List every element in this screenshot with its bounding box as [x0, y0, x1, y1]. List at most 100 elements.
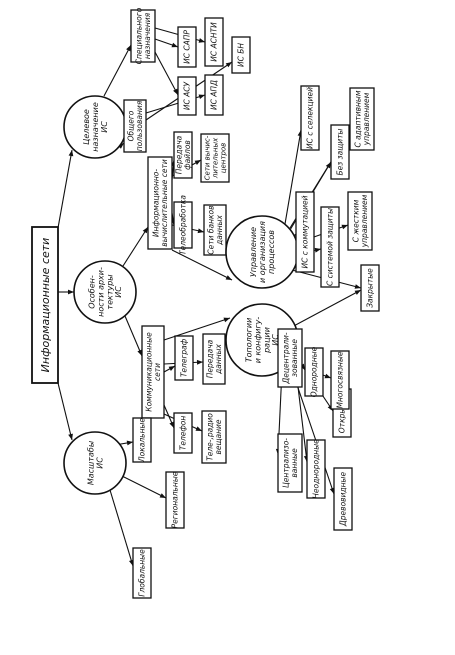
node-info-computing-line: вычислительные сети [160, 159, 169, 247]
node-communication: Коммуникационныесети [141, 325, 165, 419]
node-scale-line: ИС [95, 457, 104, 469]
node-regional: Региональные [165, 471, 185, 529]
node-teleprocessing-text: Телеобработка [179, 195, 188, 255]
node-broadcast: Теле-,радиовещание [201, 410, 227, 464]
node-switching: ИС с коммутацией [295, 191, 315, 273]
node-selection-text: ИС с селекцией [306, 87, 315, 149]
node-no-protection-line: Без защиты [336, 128, 345, 175]
node-management-line: Управление [249, 227, 258, 277]
node-computing-centers-line: Сети вычис- [204, 135, 212, 180]
node-architecture-line: Особен- [87, 275, 96, 309]
node-topology-line: и конфигу- [253, 317, 262, 364]
node-sapr-text: ИС САПР [183, 30, 192, 64]
node-telephone: Телефон [173, 412, 193, 454]
node-tree-text: Древовидные [339, 472, 348, 528]
node-architecture-text: Особен-ности архи-тектурыИС [87, 267, 123, 317]
node-rigid-line: С жестким [351, 199, 360, 242]
node-asnti-line: ИС АСНТИ [210, 22, 219, 62]
node-local: Локальные [132, 417, 152, 463]
node-asu: ИС АСУ [177, 76, 197, 116]
node-architecture-line: ности архи- [96, 267, 105, 317]
node-tree: Древовидные [333, 467, 353, 531]
node-local-line: Локальные [138, 418, 147, 463]
node-rigid: С жесткимуправлением [347, 191, 373, 251]
node-telephone-text: Телефон [179, 416, 188, 451]
node-closed-line: Закрытые [366, 268, 375, 308]
node-decentralized-text: Децентрали-зованные [281, 332, 298, 384]
node-no-protection-text: Без защиты [336, 128, 345, 175]
node-heterogeneous-text: Неоднородные [312, 439, 321, 499]
node-communication-line: сети [153, 363, 162, 381]
node-architecture-line: ИС [114, 286, 123, 298]
node-teleprocessing-line: Телеобработка [179, 195, 188, 255]
node-scale: МасштабыИС [63, 431, 127, 495]
node-computing-centers: Сети вычис-лительныхцентров [200, 133, 230, 183]
node-decentralized: Децентрали-зованные [277, 328, 303, 388]
node-telegraph-text: Телеграф [180, 338, 189, 377]
node-adaptive-text: С адаптивнымуправлением [353, 90, 370, 147]
node-tree-line: Древовидные [339, 472, 348, 528]
node-adaptive: С адаптивнымуправлением [349, 87, 375, 151]
node-global-line: Глобальные [138, 549, 147, 597]
node-file-transfer: Передачафайлов [173, 131, 193, 179]
node-apd: ИС АПД [204, 74, 224, 116]
node-computing-centers-line: центров [219, 143, 227, 174]
node-data-banks-line: данных [215, 214, 224, 246]
node-sapr-line: ИС САПР [183, 30, 192, 64]
node-switching-text: ИС с коммутацией [301, 195, 310, 268]
node-general-text: Общегопользования [126, 100, 143, 151]
node-homogeneous-text: Однородные [310, 346, 319, 397]
node-centralized-line: Централизо- [281, 438, 290, 488]
node-asu-text: ИС АСУ [183, 81, 192, 110]
node-adaptive-line: С адаптивным [353, 90, 362, 147]
node-purpose-text: ЦелевоеназначениеИС [82, 102, 109, 152]
node-decentralized-line: Децентрали- [281, 332, 290, 384]
node-architecture: Особен-ности архи-тектурыИС [73, 260, 137, 324]
node-special-text: Специальногоназначения [134, 7, 151, 64]
node-management-line: процессов [267, 230, 276, 274]
node-with-protection-line: С системой защиты [326, 208, 335, 286]
node-file-transfer-text: Передачафайлов [174, 135, 191, 174]
node-centralized-line: ванные [290, 448, 299, 478]
node-special: Специальногоназначения [130, 7, 156, 64]
node-global-text: Глобальные [138, 549, 147, 597]
node-data-banks-line: Сети банков [206, 205, 215, 254]
node-purpose-line: Целевое [82, 109, 91, 145]
node-topology-line: ИС [271, 334, 280, 346]
node-with-protection-text: С системой защиты [326, 208, 335, 286]
node-centralized-text: Централизо-ванные [281, 438, 298, 488]
node-general-line: Общего [126, 110, 135, 141]
diagram-nodes: Информационные сетиЦелевоеназначениеИСОс… [31, 7, 380, 599]
node-broadcast-line: Теле-,радио [205, 413, 214, 461]
node-open-line: Открытые [338, 392, 347, 433]
node-selection: ИС с селекцией [300, 85, 320, 151]
node-rigid-text: С жесткимуправлением [351, 194, 368, 248]
node-management-line: и организация [258, 221, 267, 283]
node-with-protection: С системой защиты [320, 206, 340, 288]
node-multilink: Многосвязные [330, 350, 350, 410]
node-telegraph: Телеграф [174, 335, 194, 381]
node-no-protection: Без защиты [330, 124, 350, 180]
node-asnti-text: ИС АСНТИ [210, 22, 219, 62]
node-info-computing: Информационно-вычислительные сети [147, 156, 173, 250]
node-heterogeneous-line: Неоднородные [312, 439, 321, 499]
node-multilink-line: Многосвязные [336, 351, 345, 408]
node-topology-line: Топологии [244, 318, 253, 363]
node-sapr: ИС САПР [177, 26, 197, 68]
node-centralized: Централизо-ванные [277, 433, 303, 493]
node-apd-line: ИС АПД [210, 80, 219, 110]
node-purpose: ЦелевоеназначениеИС [63, 95, 127, 159]
root-node: Информационные сети [31, 226, 59, 384]
node-switching-line: ИС с коммутацией [301, 195, 310, 268]
node-special-line: назначения [143, 12, 152, 59]
node-bn-line: ИС БН [237, 43, 246, 67]
node-bn: ИС БН [231, 36, 251, 74]
node-homogeneous-line: Однородные [310, 346, 319, 397]
node-decentralized-line: зованные [290, 339, 299, 377]
node-selection-line: ИС с селекцией [306, 87, 315, 149]
node-management-text: Управлениеи организацияпроцессов [249, 221, 276, 283]
node-purpose-line: назначение [91, 102, 100, 152]
node-data-transfer-line: данных [214, 343, 223, 375]
node-communication-line: Коммуникационные [144, 332, 153, 412]
node-closed-text: Закрытые [366, 268, 375, 308]
